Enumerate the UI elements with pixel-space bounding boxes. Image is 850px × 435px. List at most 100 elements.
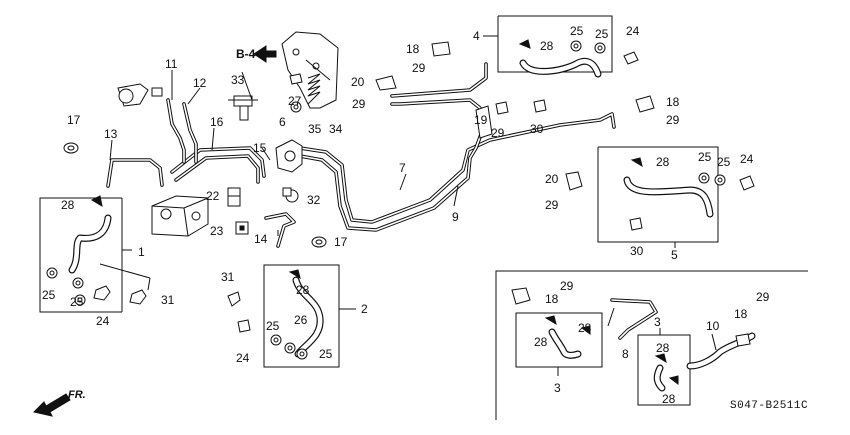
callout-18-inset-right: 18 — [734, 307, 748, 321]
callout-25-a: 25 — [570, 24, 584, 38]
vacuum-fitting — [117, 83, 163, 107]
callout-35: 35 — [308, 122, 322, 136]
callout-25-h: 25 — [319, 347, 333, 361]
callout-14: 14 — [254, 232, 268, 246]
callout-29-e: 29 — [545, 198, 559, 212]
callout-20-right: 20 — [545, 172, 559, 186]
callout-13: 13 — [104, 127, 118, 141]
callout-29-d: 29 — [666, 113, 680, 127]
mount-bracket — [281, 31, 339, 109]
callout-27: 27 — [288, 94, 302, 108]
callout-18-inset: 18 — [545, 292, 559, 306]
callout-3-left: 3 — [554, 381, 561, 395]
callout-29-b: 29 — [352, 97, 366, 111]
callout-28-c: 28 — [296, 283, 310, 297]
callout-7: 7 — [399, 161, 406, 175]
grommet-right — [311, 236, 327, 248]
callout-24-box1: 24 — [96, 314, 110, 328]
callout-17-right: 17 — [334, 235, 348, 249]
callout-3-right: 3 — [654, 315, 661, 329]
callout-18-right: 18 — [666, 95, 680, 109]
reference-arrow — [253, 45, 277, 63]
brake-hose-inset-left — [548, 328, 582, 359]
callout-24-right: 24 — [740, 152, 754, 166]
callout-24-box2: 24 — [236, 351, 250, 365]
callout-24-top: 24 — [626, 24, 640, 38]
callout-22: 22 — [206, 189, 220, 203]
brake-hose-1 — [68, 214, 112, 274]
callout-28-a: 28 — [540, 39, 554, 53]
callout-32: 32 — [307, 193, 321, 207]
callout-29-a: 29 — [412, 61, 426, 75]
fitting-32 — [282, 187, 299, 203]
callout-18-top: 18 — [406, 42, 420, 56]
brake-pipes-left — [106, 98, 296, 248]
callout-25-e: 25 — [42, 288, 56, 302]
callout-11: 11 — [165, 57, 178, 71]
front-direction-label: FR. — [68, 389, 86, 401]
assembly-box-5 — [597, 146, 719, 248]
assembly-box-3-left — [515, 312, 603, 376]
callout-19: 19 — [474, 113, 488, 127]
callout-5: 5 — [671, 248, 678, 262]
callout-31-b: 31 — [161, 293, 175, 307]
callout-12: 12 — [193, 76, 207, 90]
brake-hose-inset-right — [653, 364, 666, 392]
pipe-joint — [228, 95, 258, 121]
assembly-box-1 — [39, 197, 132, 313]
callout-25-d: 25 — [717, 155, 731, 169]
brake-hose-2 — [292, 276, 324, 358]
spring-clip — [307, 73, 321, 105]
callout-33: 33 — [231, 73, 245, 87]
front-direction-arrow — [33, 393, 71, 417]
assembly-box-2 — [263, 264, 356, 368]
callout-28-b: 28 — [61, 198, 75, 212]
brake-pipe-inset — [610, 298, 756, 370]
callout-29-g: 29 — [756, 290, 770, 304]
callout-25-f: 25 — [70, 295, 84, 309]
callout-28-h: 28 — [662, 392, 676, 406]
brake-hose-5 — [623, 176, 714, 218]
callout-20-top: 20 — [351, 75, 365, 89]
callout-4: 4 — [473, 29, 480, 43]
callout-30-b: 30 — [630, 244, 644, 258]
callout-2: 2 — [361, 302, 368, 316]
callout-25-g: 25 — [266, 319, 280, 333]
callout-29-c: 29 — [491, 126, 505, 140]
inset-panel — [495, 270, 808, 420]
callout-31-a: 31 — [221, 270, 235, 284]
callout-8: 8 — [622, 347, 629, 361]
callout-34: 34 — [329, 122, 343, 136]
callout-6: 6 — [279, 115, 286, 129]
assembly-box-3-right — [637, 328, 691, 406]
callout-29-f: 29 — [560, 279, 574, 293]
leader-lines — [99, 70, 717, 351]
callout-30-a: 30 — [530, 122, 544, 136]
callout-28-f: 28 — [578, 321, 592, 335]
grommet — [290, 101, 302, 113]
bolts-and-washers — [46, 40, 755, 360]
callout-23: 23 — [210, 224, 224, 238]
callout-9: 9 — [452, 210, 459, 224]
brake-hose-4 — [519, 57, 602, 78]
callout-26: 26 — [294, 313, 308, 327]
callout-28-g: 28 — [656, 341, 670, 355]
brake-pipe-bundle — [298, 62, 616, 232]
abs-modulator-unit — [151, 195, 209, 237]
proportioning-valve — [275, 139, 303, 173]
small-brackets — [375, 41, 751, 347]
callout-15: 15 — [253, 141, 267, 155]
callout-17-left: 17 — [67, 113, 81, 127]
part-code: S047-B2511C — [730, 400, 808, 412]
mounting-clip-22 — [227, 187, 241, 207]
callout-28-e: 28 — [534, 335, 548, 349]
callout-10: 10 — [706, 319, 720, 333]
mounting-clip-23 — [235, 221, 249, 235]
callout-25-c: 25 — [698, 150, 712, 164]
reference-label: B-4 — [236, 47, 256, 61]
callout-1: 1 — [138, 245, 145, 259]
clip-28-markers — [90, 39, 679, 385]
callout-16: 16 — [210, 115, 224, 129]
callout-28-d: 28 — [656, 155, 670, 169]
